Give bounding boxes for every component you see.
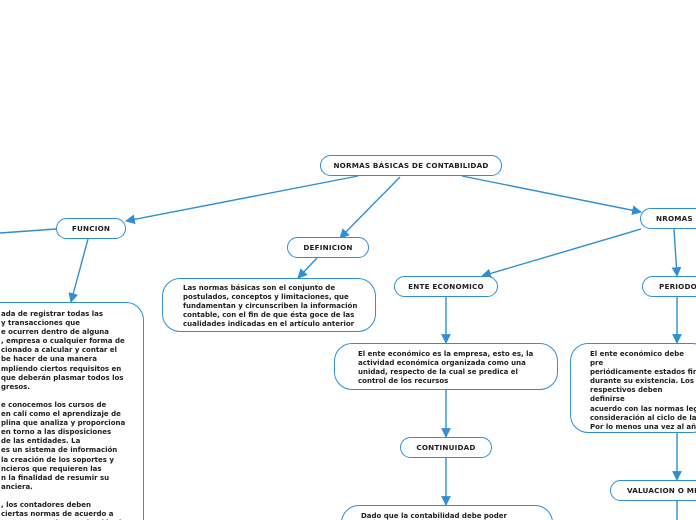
node-normas-basicas[interactable]: NORMAS BÁSICAS DE CONTABILIDAD — [320, 155, 502, 176]
link-root-definicion — [339, 176, 401, 239]
node-nromas[interactable]: NROMAS — [640, 208, 696, 229]
node-ente-economico[interactable]: ENTE ECONOMICO — [394, 276, 498, 297]
link-root-nromas — [461, 175, 642, 216]
link-definicion-text — [297, 257, 318, 279]
link-funcion-text — [68, 238, 89, 303]
link-nromas-periodo — [671, 228, 682, 277]
node-funcion-text[interactable]: ada de registrar todas las y transaccion… — [0, 302, 144, 520]
node-definicion-text[interactable]: Las normas básicas son el conjunto de po… — [162, 278, 376, 332]
link-root-funcion — [125, 175, 359, 225]
node-valuacion[interactable]: VALUACION O ME — [610, 480, 696, 501]
link-funcion-offscreen — [0, 228, 57, 234]
node-periodo[interactable]: PERIODO — [642, 276, 696, 297]
node-continuidad-text[interactable]: Dado que la contabilidad debe poder — [341, 505, 553, 520]
link-nromas-ente — [481, 228, 642, 279]
node-ente-economico-text[interactable]: El ente económico es la empresa, esto es… — [334, 343, 558, 390]
node-continuidad[interactable]: CONTINUIDAD — [400, 437, 492, 458]
node-definicion[interactable]: DEFINICION — [287, 237, 369, 258]
node-periodo-text[interactable]: El ente económico debe pre periódicament… — [570, 343, 696, 433]
node-funcion[interactable]: FUNCION — [56, 218, 126, 239]
